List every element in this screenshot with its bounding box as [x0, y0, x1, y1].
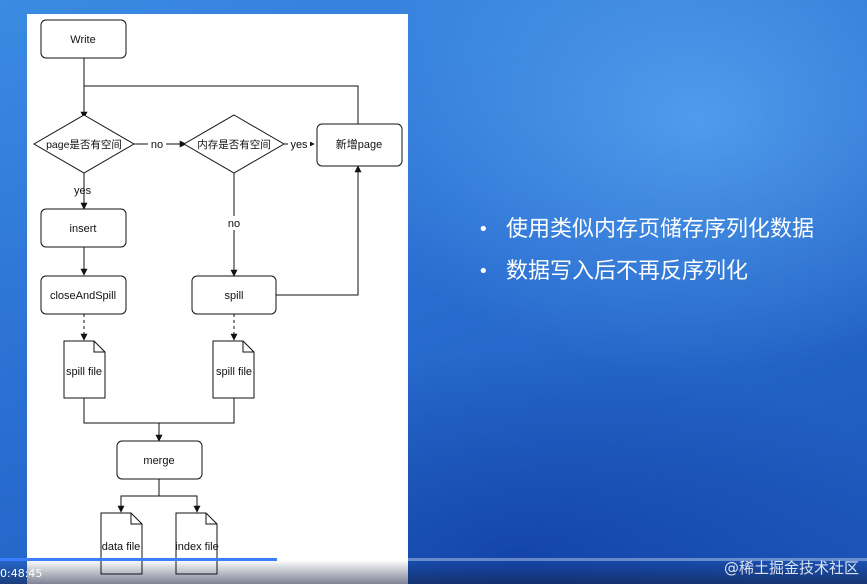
bullet-dot-icon: • — [478, 219, 489, 240]
node-spill-file-right — [212, 340, 255, 399]
flowchart: no yes yes no Write page是否有空间 内存是否 — [33, 19, 403, 575]
bullet-text: 使用类似内存页储存序列化数据 — [506, 217, 815, 242]
edge-label-no: no — [151, 139, 163, 151]
video-time: 0:48:45 — [0, 567, 43, 580]
node-close-spill — [40, 275, 127, 315]
node-mem-check-label: 内存是否有空间 — [197, 138, 271, 151]
node-insert — [40, 208, 127, 248]
node-new-page-label: 新增page — [336, 137, 382, 151]
node-spill-file-right-label: spill file — [216, 366, 252, 378]
flowchart-panel: no yes yes no Write page是否有空间 内存是否 — [27, 14, 408, 584]
node-index-file-label: index file — [175, 541, 218, 553]
node-spill — [191, 275, 277, 315]
edge-merge-to-data-file — [117, 479, 160, 513]
node-data-file-label: data file — [102, 541, 141, 553]
node-close-spill-label: closeAndSpill — [50, 290, 116, 302]
node-new-page — [316, 123, 403, 167]
node-merge — [116, 440, 203, 480]
bullet-item: • 使用类似内存页储存序列化数据 — [476, 214, 856, 256]
watermark: @稀土掘金技术社区 — [723, 559, 859, 577]
video-progress-fill — [0, 558, 278, 561]
edge-spill-file-left-to-merge — [83, 398, 163, 442]
node-spill-file-left — [63, 340, 106, 399]
node-mem-check — [183, 114, 285, 174]
edge-spill-file-right-to-merge — [159, 398, 235, 424]
node-spill-file-left-label: spill file — [66, 366, 102, 378]
edge-label-yes-down: yes — [74, 185, 92, 197]
edge-merge-to-index-file — [159, 495, 201, 513]
edge-spill-to-new-page — [276, 165, 362, 296]
edge-label-yes-right: yes — [290, 139, 308, 151]
node-insert-label: insert — [70, 223, 97, 235]
bullet-list: • 使用类似内存页储存序列化数据 • 数据写入后不再反序列化 — [476, 214, 856, 298]
edge-label-no-down: no — [228, 218, 240, 230]
node-write — [40, 19, 127, 59]
bullet-item: • 数据写入后不再反序列化 — [476, 256, 856, 298]
node-page-check — [33, 114, 135, 174]
bullet-text: 数据写入后不再反序列化 — [506, 259, 749, 284]
node-merge-label: merge — [143, 455, 174, 467]
bullet-dot-icon: • — [478, 261, 489, 282]
node-page-check-label: page是否有空间 — [46, 138, 122, 151]
node-write-label: Write — [70, 34, 95, 46]
video-progress-bar[interactable] — [0, 558, 867, 561]
node-spill-label: spill — [225, 290, 244, 302]
video-controls-overlay — [0, 560, 867, 584]
edge-new-page-loop — [84, 85, 359, 124]
